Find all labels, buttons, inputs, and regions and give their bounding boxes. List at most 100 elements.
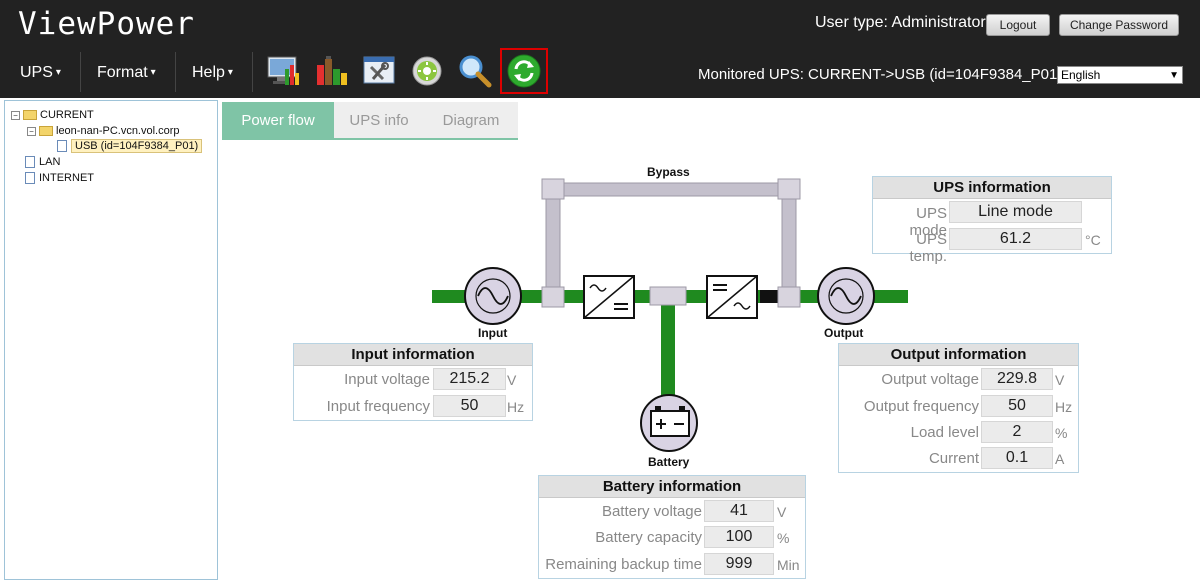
caret-down-icon: ▾	[150, 67, 156, 79]
output-frequency-unit: Hz	[1055, 399, 1073, 415]
folder-icon	[39, 126, 53, 136]
battery-capacity-label: Battery capacity	[595, 529, 702, 546]
input-voltage-label: Input voltage	[344, 371, 430, 388]
search-icon[interactable]	[456, 52, 494, 90]
battery-capacity-value: 100	[704, 526, 774, 548]
battery-capacity-unit: %	[777, 530, 790, 546]
output-info-title: Output information	[839, 344, 1078, 366]
menu-format-label: Format	[97, 64, 148, 81]
caret-down-icon: ▼	[1169, 69, 1179, 81]
output-info-panel: Output information Output voltage 229.8 …	[838, 343, 1079, 473]
app-title: ViewPower	[18, 6, 195, 42]
load-level-unit: %	[1055, 425, 1068, 441]
battery-icon	[640, 394, 698, 452]
battery-voltage-value: 41	[704, 500, 774, 522]
battery-bars-icon[interactable]	[312, 52, 350, 90]
tab-diagram[interactable]: Diagram	[442, 111, 500, 129]
backup-time-label: Remaining backup time	[545, 556, 702, 573]
output-sine-icon	[817, 267, 875, 325]
output-label: Output	[824, 326, 864, 340]
bypass-pipe-left	[545, 182, 561, 299]
document-icon	[57, 140, 67, 152]
output-voltage-label: Output voltage	[881, 371, 979, 388]
load-level-label: Load level	[910, 424, 979, 441]
tab-bar: Power flow UPS info Diagram	[222, 102, 518, 140]
logout-button[interactable]: Logout	[986, 14, 1050, 36]
joint	[541, 178, 565, 200]
input-frequency-unit: Hz	[507, 399, 525, 415]
output-frequency-label: Output frequency	[863, 398, 979, 415]
inverter-icon	[706, 275, 758, 319]
output-voltage-value: 229.8	[981, 368, 1053, 390]
ups-temp-value: 61.2	[949, 228, 1082, 250]
ups-mode-label: UPS mode	[909, 205, 947, 239]
language-select[interactable]: English ▼	[1057, 66, 1183, 84]
input-info-panel: Input information Input voltage 215.2 V …	[293, 343, 533, 421]
tree-label-current: CURRENT	[40, 109, 94, 121]
battery-flow-line	[661, 300, 675, 398]
menu-separator	[252, 52, 253, 92]
battery-info-title: Battery information	[539, 476, 805, 498]
change-password-button[interactable]: Change Password	[1059, 14, 1179, 36]
folder-icon	[23, 110, 37, 120]
joint	[777, 178, 801, 200]
tree-label-host: leon-nan-PC.vcn.vol.corp	[56, 125, 180, 137]
menu-ups[interactable]: UPS▾	[20, 64, 61, 82]
collapse-icon[interactable]: −	[11, 110, 20, 120]
gear-icon[interactable]	[408, 52, 446, 90]
input-voltage-value: 215.2	[433, 368, 506, 390]
battery-voltage-label: Battery voltage	[601, 503, 702, 520]
input-info-title: Input information	[294, 344, 532, 366]
joint	[649, 286, 687, 306]
input-frequency-value: 50	[433, 395, 506, 417]
document-icon	[25, 156, 35, 168]
tree-node-usb[interactable]: USB (id=104F9384_P01)	[57, 139, 203, 153]
input-label: Input	[478, 326, 508, 340]
ups-temp-unit: °C	[1085, 232, 1101, 248]
load-level-value: 2	[981, 421, 1053, 443]
refresh-icon[interactable]	[500, 48, 548, 94]
device-tree: − CURRENT − leon-nan-PC.vcn.vol.corp USB…	[4, 100, 218, 580]
ups-info-title: UPS information	[873, 177, 1111, 199]
language-value: English	[1061, 68, 1101, 82]
tree-node-lan[interactable]: LAN	[25, 156, 60, 168]
ups-info-panel: UPS information UPS mode Line mode UPS t…	[872, 176, 1112, 265]
menu-separator	[175, 52, 176, 92]
monitored-ups-label: Monitored UPS: CURRENT->USB (id=104F9384…	[698, 66, 1063, 83]
output-current-value: 0.1	[981, 447, 1053, 469]
tree-label-usb: USB (id=104F9384_P01)	[71, 139, 203, 153]
tree-node-internet[interactable]: INTERNET	[25, 172, 94, 184]
input-sine-icon	[464, 267, 522, 325]
menu-separator	[80, 52, 81, 92]
collapse-icon[interactable]: −	[27, 126, 36, 136]
settings-tools-icon[interactable]	[360, 52, 398, 90]
input-voltage-unit: V	[507, 372, 517, 388]
menu-help-label: Help	[192, 64, 225, 81]
output-current-unit: A	[1055, 451, 1065, 467]
rectifier-icon	[583, 275, 635, 319]
backup-time-unit: Min	[777, 557, 800, 573]
output-frequency-value: 50	[981, 395, 1053, 417]
main-flow-dark-segment	[760, 290, 782, 303]
caret-down-icon: ▾	[55, 67, 61, 79]
menu-ups-label: UPS	[20, 64, 53, 81]
battery-label: Battery	[648, 455, 690, 469]
menu-format[interactable]: Format▾	[97, 64, 156, 82]
ups-temp-label: UPS temp.	[909, 231, 947, 265]
bypass-pipe-right	[781, 182, 797, 299]
tree-node-host[interactable]: − leon-nan-PC.vcn.vol.corp	[27, 125, 180, 137]
bypass-pipe-top	[545, 182, 797, 197]
joint	[541, 286, 565, 308]
menu-help[interactable]: Help▾	[192, 64, 233, 82]
monitor-chart-icon[interactable]	[264, 52, 302, 90]
joint	[777, 286, 801, 308]
caret-down-icon: ▾	[227, 67, 233, 79]
document-icon	[25, 172, 35, 184]
battery-info-panel: Battery information Battery voltage 41 V…	[538, 475, 806, 579]
main-flow-line	[432, 290, 908, 303]
tree-label-internet: INTERNET	[39, 172, 94, 184]
tab-ups-info[interactable]: UPS info	[349, 111, 409, 129]
backup-time-value: 999	[704, 553, 774, 575]
tab-power-flow[interactable]: Power flow	[222, 102, 334, 138]
tree-node-current[interactable]: − CURRENT	[11, 109, 94, 121]
